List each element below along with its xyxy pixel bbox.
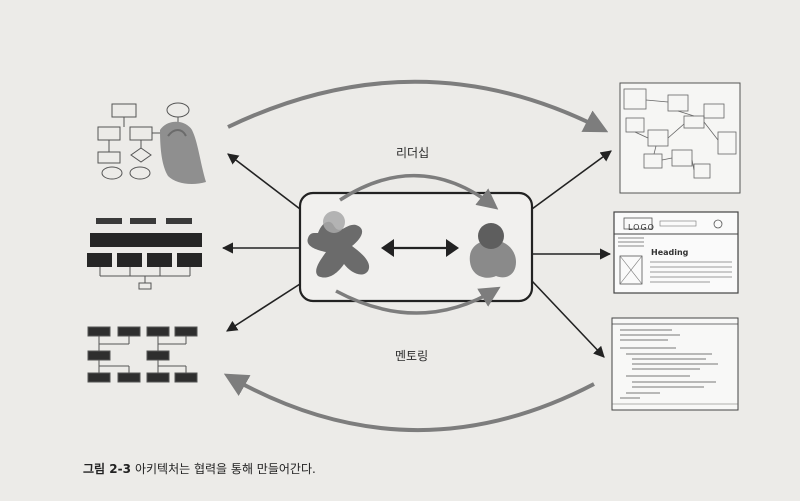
leadership-label: 리더십 xyxy=(396,144,429,161)
figure-caption: 그림 2-3 아키텍처는 협력을 통해 만들어간다. xyxy=(83,460,316,477)
wireframe-heading-text: Heading xyxy=(651,248,688,257)
arrow-to-flowchart xyxy=(228,154,300,209)
arrow-to-uml-diagram xyxy=(532,151,611,209)
wireframe-logo-text: LOGO xyxy=(628,223,655,232)
top-outer-curve-arrow xyxy=(228,82,604,130)
flowchart-drawing-icon xyxy=(98,103,206,184)
arrow-to-code-editor xyxy=(532,281,604,357)
code-editor-icon xyxy=(612,318,738,410)
component-tree-diagram-icon xyxy=(88,327,197,382)
architecture-block-diagram-icon xyxy=(87,218,202,289)
caption-text: 아키텍처는 협력을 통해 만들어간다. xyxy=(135,462,316,476)
uml-class-diagram-icon xyxy=(620,83,740,193)
figure-number: 그림 2-3 xyxy=(83,462,131,476)
arrow-to-component-tree xyxy=(227,284,300,331)
bottom-outer-curve-arrow xyxy=(228,376,594,430)
mentoring-label: 멘토링 xyxy=(395,347,428,364)
